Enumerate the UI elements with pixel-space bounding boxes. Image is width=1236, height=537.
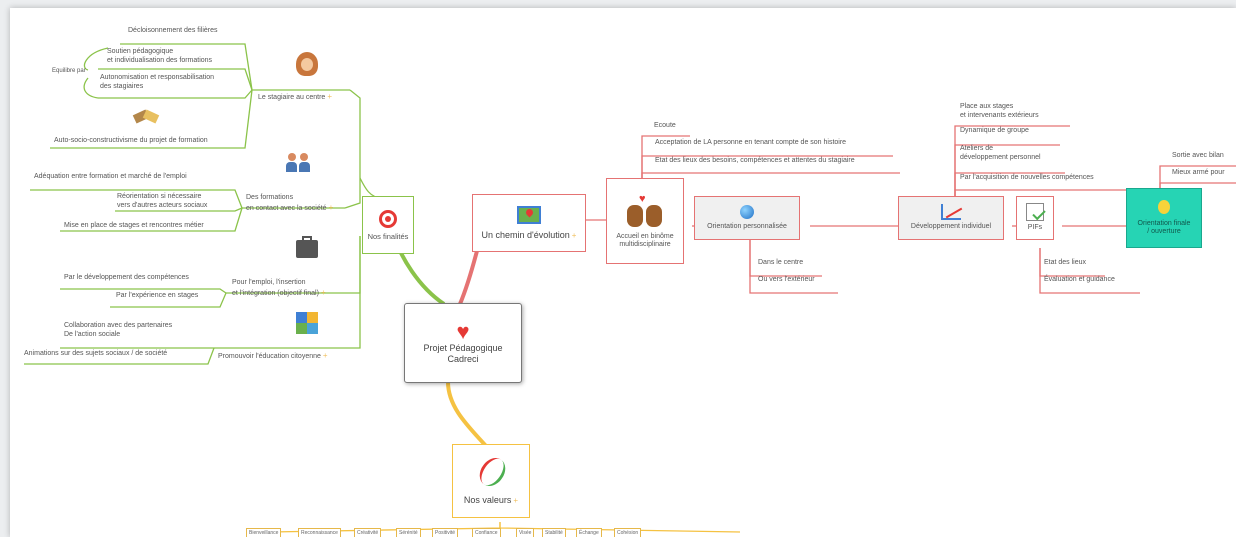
mindmap-canvas: ♥ Projet Pédagogique Cadreci Nos finalit… — [10, 8, 1236, 537]
finale-leaf-2[interactable]: Mieux armé pour — [1172, 169, 1225, 176]
connector-lines — [24, 43, 1236, 533]
developpement-label: Développement individuel — [910, 223, 992, 231]
handshake-icon — [132, 108, 160, 126]
stagiaire-leaf-2[interactable]: Soutien pédagogique et individualisation… — [107, 48, 213, 64]
map-icon — [517, 206, 541, 224]
education-label: Promouvoir l'éducation citoyenne — [218, 352, 321, 360]
central-node[interactable]: ♥ Projet Pédagogique Cadreci — [404, 303, 522, 383]
accueil-leaf-1[interactable]: Ecoute — [654, 122, 676, 129]
emploi-leaf-2[interactable]: Par l'expérience en stages — [116, 292, 199, 299]
valeur-tag-1[interactable]: Bienveillance — [246, 528, 282, 537]
pifs-label: PIFs — [1027, 224, 1043, 232]
people-icon — [286, 153, 312, 173]
orientation-leaf-2[interactable]: Ou vers l'extérieur — [758, 276, 815, 283]
valeurs-label: Nos valeurs — [463, 495, 512, 505]
valeurs-node[interactable]: Nos valeurs+ — [452, 444, 530, 518]
pifs-leaf-1[interactable]: Etat des lieux — [1044, 259, 1087, 266]
formations-leaf-2[interactable]: Réorientation si nécessaire vers d'autre… — [117, 193, 208, 209]
chemin-node[interactable]: Un chemin d'évolution+ — [472, 194, 586, 252]
valeur-tag-9[interactable]: Échange — [576, 528, 602, 537]
orientation-node[interactable]: Orientation personnalisée — [694, 196, 800, 240]
stagiaire-node[interactable]: Le stagiaire au centre+ — [258, 91, 332, 101]
education-leaf-2[interactable]: Animations sur des sujets sociaux / de s… — [24, 350, 168, 357]
central-title: Projet Pédagogique Cadreci — [423, 343, 503, 364]
valeur-tag-2[interactable]: Reconnaissance — [298, 528, 341, 537]
valeur-tag-4[interactable]: Sérénité — [396, 528, 421, 537]
valeur-tag-7[interactable]: Visée — [516, 528, 535, 537]
stagiaire-leaf-3[interactable]: Autonomisation et responsabilisation des… — [100, 74, 215, 90]
emploi-label: Pour l'emploi, l'insertion et l'intégrat… — [232, 278, 319, 297]
fruit-icon — [1158, 199, 1170, 214]
formations-leaf-1[interactable]: Adéquation entre formation et marché de … — [34, 173, 187, 180]
valeur-tag-3[interactable]: Créativité — [354, 528, 382, 537]
finale-leaf-1[interactable]: Sortie avec bilan — [1172, 152, 1224, 159]
stagiaire-label: Le stagiaire au centre — [258, 93, 326, 101]
checklist-icon — [1026, 203, 1046, 222]
education-node[interactable]: Promouvoir l'éducation citoyenne+ — [218, 350, 328, 360]
valeur-tag-10[interactable]: Cohésion — [614, 528, 642, 537]
formations-node[interactable]: Des formations en contact avec la sociét… — [246, 193, 334, 212]
teddy-bears-icon: ♥ — [625, 193, 665, 229]
education-leaf-1[interactable]: Collaboration avec des partenaires De l'… — [64, 322, 173, 338]
woman-icon — [296, 52, 318, 76]
puzzle-icon — [296, 312, 318, 334]
chemin-label: Un chemin d'évolution — [481, 230, 570, 240]
finale-label: Orientation finale / ouverture — [1137, 219, 1191, 235]
developpement-leaf-4[interactable]: Par l'acquisition de nouvelles compétenc… — [960, 174, 1094, 181]
developpement-leaf-3[interactable]: Ateliers de développement personnel — [960, 145, 1041, 161]
finalites-node[interactable]: Nos finalités — [362, 196, 414, 254]
heart-icon: ♥ — [456, 319, 470, 345]
globe-icon — [740, 204, 754, 219]
formations-label: Des formations en contact avec la sociét… — [246, 193, 327, 212]
briefcase-icon — [296, 236, 318, 258]
accueil-node[interactable]: ♥ Accueil en binôme multidisciplinaire — [606, 178, 684, 264]
accueil-leaf-2[interactable]: Acceptation de LA personne en tenant com… — [655, 139, 847, 146]
formations-leaf-3[interactable]: Mise en place de stages et rencontres mé… — [64, 222, 204, 229]
developpement-leaf-2[interactable]: Dynamique de groupe — [960, 127, 1029, 134]
valeur-tag-8[interactable]: Stabilité — [542, 528, 566, 537]
equilibre-label: Equilibre par — [52, 68, 86, 74]
target-icon — [379, 209, 397, 228]
emploi-leaf-1[interactable]: Par le développement des compétences — [64, 274, 189, 281]
emploi-node[interactable]: Pour l'emploi, l'insertion et l'intégrat… — [232, 278, 326, 297]
pifs-leaf-2[interactable]: Évaluation et guidance — [1044, 276, 1115, 283]
accueil-label: Accueil en binôme multidisciplinaire — [616, 232, 674, 248]
growth-chart-icon — [941, 204, 963, 221]
valeur-tag-6[interactable]: Confiance — [472, 528, 501, 537]
accueil-leaf-3[interactable]: Etat des lieux des besoins, compétences … — [655, 157, 855, 164]
finalites-label: Nos finalités — [367, 231, 409, 241]
developpement-leaf-1[interactable]: Place aux stages et intervenants extérie… — [960, 103, 1039, 119]
finale-node[interactable]: Orientation finale / ouverture — [1126, 188, 1202, 248]
stagiaire-leaf-1[interactable]: Décloisonnement des filières — [128, 27, 218, 34]
orientation-leaf-1[interactable]: Dans le centre — [758, 259, 804, 266]
developpement-node[interactable]: Développement individuel — [898, 196, 1004, 240]
orientation-label: Orientation personnalisée — [707, 222, 787, 230]
stagiaire-leaf-4[interactable]: Auto-socio-constructivisme du projet de … — [54, 137, 208, 144]
dna-icon — [474, 453, 511, 491]
valeur-tag-5[interactable]: Positivité — [432, 528, 459, 537]
pifs-node[interactable]: PIFs — [1016, 196, 1054, 240]
